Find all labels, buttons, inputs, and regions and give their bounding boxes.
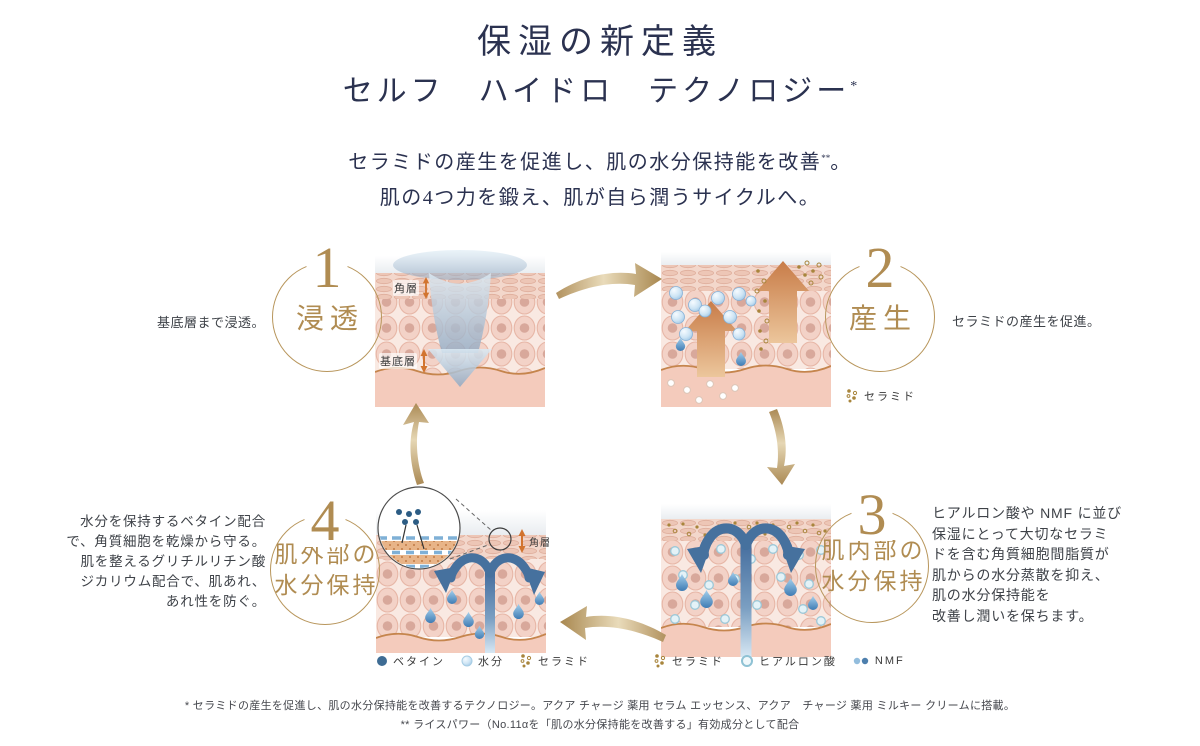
skin-illustration-step2-production [661, 237, 831, 407]
legend-item: セラミド [846, 388, 916, 404]
nmf-dots-icon [853, 657, 869, 665]
description-line1: セラミドの産生を促進し、肌の水分保持能を改善 [348, 151, 822, 174]
stratum-corneum-label-step4: 角層 [518, 529, 551, 553]
betaine-dot-icon [377, 656, 387, 666]
cycle-arrow-up-icon [403, 403, 429, 485]
description-line1-end: 。 [830, 151, 852, 174]
description-line2: 肌の4つ力を鍛え、肌が自ら潤うサイクルへ。 [379, 186, 821, 209]
step1-circle: 浸透 [272, 262, 382, 372]
step2-number: 2 [859, 238, 901, 297]
cycle-arrow-right-icon [556, 263, 662, 299]
ceramide-dots-icon [654, 654, 666, 668]
subtitle-asterisk: * [850, 79, 858, 94]
cycle-arrow-left-icon [560, 606, 666, 642]
legend-item: ヒアルロン酸 [740, 653, 837, 669]
depth-range-arrow-icon [518, 529, 526, 553]
footnote-1: * セラミドの産生を促進し、肌の水分保持能を改善するテクノロジー。アクア チャー… [184, 700, 1016, 712]
step2-title: 産生 [848, 304, 917, 335]
step4-title: 肌外部の水分保持 [274, 542, 379, 598]
skin-illustration-step1-penetration [375, 237, 545, 407]
legend-label: セラミド [864, 391, 916, 403]
legend-step4: ベタイン 水分 セラミド [376, 653, 590, 669]
stratum-corneum-text: 角層 [393, 280, 419, 296]
step1-number: 1 [306, 238, 348, 297]
basal-layer-text: 基底層 [379, 353, 417, 369]
legend-item: NMF [853, 655, 905, 667]
description-asterisks: ** [821, 153, 831, 163]
hyaluronic-circle-icon [741, 655, 753, 667]
legend-step2: セラミド [846, 388, 916, 404]
legend-label: セラミド [672, 656, 724, 668]
legend-item: セラミド [520, 653, 590, 669]
legend-label: NMF [874, 655, 905, 667]
legend-item: 水分 [461, 653, 504, 669]
legend-label: ヒアルロン酸 [759, 656, 837, 668]
step3-note: ヒアルロン酸や NMF に並び保湿にとって大切なセラミドを含む角質細胞間脂質が肌… [932, 505, 1122, 624]
skin-illustration-step3-inner-moisture [661, 487, 831, 657]
step4-note: 水分を保持するベタイン配合で、角質細胞を乾燥から守る。肌を整えるグリチルリチン酸… [66, 514, 266, 609]
legend-label: ベタイン [393, 656, 445, 668]
page-title: 保湿の新定義 [477, 24, 723, 61]
stratum-corneum-text: 角層 [529, 537, 551, 549]
subtitle-text: セルフ ハイドロ テクノロジー [342, 75, 851, 108]
cycle-arrow-down-icon [767, 409, 795, 485]
step4-number: 4 [304, 491, 346, 550]
footnote-2: ** ライスパワー（No.11αを「肌の水分保持能を改善する」有効成分として配合 [400, 719, 800, 731]
legend-label: セラミド [538, 656, 590, 668]
step3-title: 肌内部の水分保持 [821, 538, 926, 594]
step1-title: 浸透 [295, 304, 364, 335]
water-drop-icon [461, 655, 473, 667]
ceramide-dots-icon [846, 389, 858, 403]
description: セラミドの産生を促進し、肌の水分保持能を改善**。 肌の4つ力を鍛え、肌が自ら潤… [0, 141, 1200, 216]
stratum-corneum-label: 角層 [393, 277, 430, 299]
depth-range-arrow-icon [422, 277, 430, 299]
skin-illustration-step4-outer-moisture [376, 483, 546, 653]
legend-item: ベタイン [376, 653, 445, 669]
step3-number: 3 [851, 485, 893, 544]
step1-note: 基底層まで浸透。 [156, 315, 265, 330]
ceramide-dots-icon [520, 654, 532, 668]
depth-range-arrow-icon [420, 348, 428, 374]
step2-note: セラミドの産生を促進。 [952, 314, 1101, 329]
page-subtitle: セルフ ハイドロ テクノロジー* [0, 66, 1200, 110]
legend-step3: セラミド ヒアルロン酸 NMF [654, 653, 905, 669]
legend-item: セラミド [654, 653, 724, 669]
legend-label: 水分 [478, 656, 504, 668]
basal-layer-label: 基底層 [379, 348, 428, 374]
